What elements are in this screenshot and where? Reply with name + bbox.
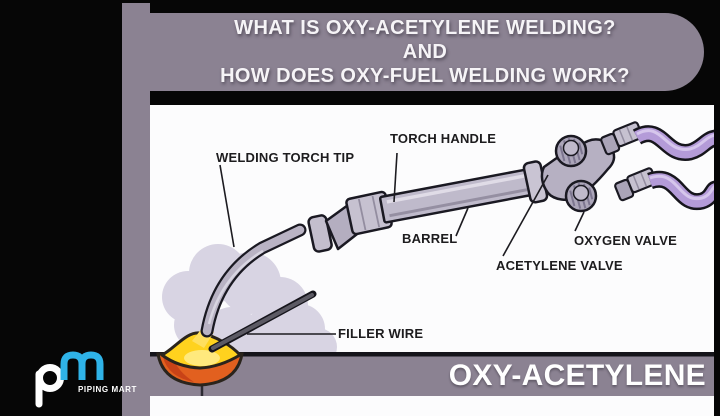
title-line-2: AND [402, 41, 448, 63]
acetylene-hose-icon [632, 125, 714, 161]
label-acetylene-valve: ACETYLENE VALVE [496, 258, 623, 273]
title-banner: WHAT IS OXY-ACETYLENE WELDING? AND HOW D… [146, 13, 704, 91]
oxygen-valve-knob-icon [564, 179, 598, 213]
filler-wire-icon [208, 290, 317, 353]
leader-lines [219, 152, 585, 335]
upper-hose-fitting [600, 121, 644, 156]
logo-text: PIPING MART [78, 385, 137, 394]
torch-tip-icon [200, 223, 307, 338]
barrel-icon [378, 168, 534, 224]
label-torch-handle: TORCH HANDLE [390, 131, 497, 146]
label-filler-wire: FILLER WIRE [338, 326, 424, 341]
label-oxygen-valve: OXYGEN VALVE [574, 233, 678, 248]
workpiece [150, 352, 714, 396]
acetylene-valve-knob-icon [554, 134, 588, 168]
left-accent-bar [122, 3, 150, 416]
tip-collar [307, 214, 333, 253]
diagram-canvas: WELDING TORCH TIP TORCH HANDLE BARREL OX… [150, 105, 714, 416]
caption-oxy-acetylene: OXY-ACETYLENE [448, 359, 706, 392]
oxygen-hose-icon [647, 170, 714, 211]
welding-torch-illustration [150, 121, 714, 396]
title-line-3: HOW DOES OXY-FUEL WELDING WORK? [220, 65, 630, 87]
valve-junction-body [540, 138, 616, 202]
logo-monogram-icon [35, 351, 104, 408]
piping-mart-logo: PIPING MART [35, 351, 137, 408]
label-welding-torch-tip: WELDING TORCH TIP [216, 150, 355, 165]
title-line-1: WHAT IS OXY-ACETYLENE WELDING? [234, 17, 616, 39]
label-barrel: BARREL [402, 231, 458, 246]
